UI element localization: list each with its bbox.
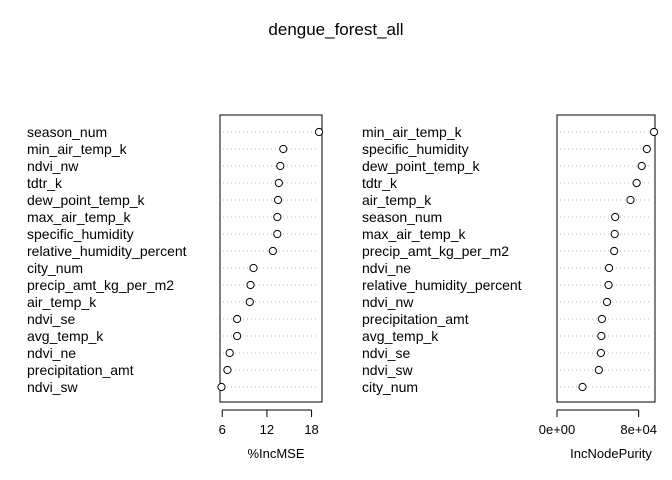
data-point [246, 280, 255, 290]
row-label: dew_point_temp_k [362, 158, 481, 174]
row-label: air_temp_k [362, 192, 432, 208]
data-point [597, 314, 607, 324]
plot-frame [556, 114, 656, 403]
row-label: ndvi_sw [362, 362, 413, 378]
x-axis-label: IncNodePurity [570, 446, 652, 461]
row-label: min_air_temp_k [27, 141, 128, 157]
data-point [273, 212, 282, 222]
x-tick-label: 12 [260, 422, 274, 437]
row-label: max_air_temp_k [27, 209, 131, 225]
data-point [604, 280, 613, 290]
row-label: ndvi_ne [362, 260, 411, 276]
row-label: specific_humidity [362, 141, 469, 157]
row-label: avg_temp_k [362, 328, 439, 344]
data-point [611, 212, 620, 222]
row-label: city_num [27, 260, 83, 276]
data-point [597, 331, 606, 341]
data-point [626, 195, 635, 205]
x-axis-label: %IncMSE [247, 446, 304, 461]
data-point [649, 127, 659, 137]
data-point [217, 382, 226, 392]
data-point [637, 161, 646, 171]
data-point [233, 331, 242, 341]
row-label: precipitation_amt [27, 362, 134, 378]
data-point [276, 161, 285, 171]
row-label: relative_humidity_percent [27, 243, 187, 259]
data-point [578, 382, 587, 392]
data-point [642, 144, 651, 154]
row-label: tdtr_k [27, 175, 63, 191]
data-point [249, 263, 258, 273]
x-tick-label: 6 [219, 422, 226, 437]
row-label: city_num [362, 379, 418, 395]
row-label: air_temp_k [27, 294, 97, 310]
data-point [233, 314, 242, 324]
row-label: ndvi_ne [27, 345, 76, 361]
row-label: max_air_temp_k [362, 226, 466, 242]
row-label: precip_amt_kg_per_m2 [362, 243, 509, 259]
row-label: min_air_temp_k [362, 124, 463, 140]
row-label: specific_humidity [27, 226, 134, 242]
data-point [602, 297, 612, 307]
data-point [604, 263, 614, 273]
data-point [274, 178, 283, 188]
x-tick-label: 8e+04 [620, 422, 657, 437]
data-point [245, 297, 254, 307]
data-point [314, 127, 324, 137]
row-label: relative_humidity_percent [362, 277, 522, 293]
data-point [273, 229, 282, 239]
data-point [594, 365, 603, 375]
data-point [610, 229, 619, 239]
chart-title: dengue_forest_all [268, 20, 403, 39]
panel-1: season_nummin_air_temp_kndvi_nwtdtr_kdew… [27, 114, 324, 461]
x-tick-label: 0e+00 [539, 422, 576, 437]
data-point [279, 144, 288, 154]
row-label: ndvi_se [27, 311, 75, 327]
row-label: dew_point_temp_k [27, 192, 146, 208]
data-point [223, 365, 232, 375]
row-label: tdtr_k [362, 175, 398, 191]
data-point [225, 348, 234, 358]
row-label: ndvi_nw [362, 294, 414, 310]
row-label: precip_amt_kg_per_m2 [27, 277, 174, 293]
data-point [596, 348, 605, 358]
x-tick-label: 18 [304, 422, 318, 437]
row-label: precipitation_amt [362, 311, 469, 327]
row-label: avg_temp_k [27, 328, 104, 344]
data-point [273, 195, 283, 205]
row-label: ndvi_nw [27, 158, 79, 174]
row-label: ndvi_sw [27, 379, 78, 395]
plot-frame [219, 114, 323, 403]
data-point [268, 246, 277, 256]
row-label: ndvi_se [362, 345, 410, 361]
data-point [632, 178, 641, 188]
row-label: season_num [27, 124, 107, 140]
panel-2: min_air_temp_kspecific_humiditydew_point… [362, 114, 659, 461]
row-label: season_num [362, 209, 442, 225]
data-point [610, 246, 619, 256]
